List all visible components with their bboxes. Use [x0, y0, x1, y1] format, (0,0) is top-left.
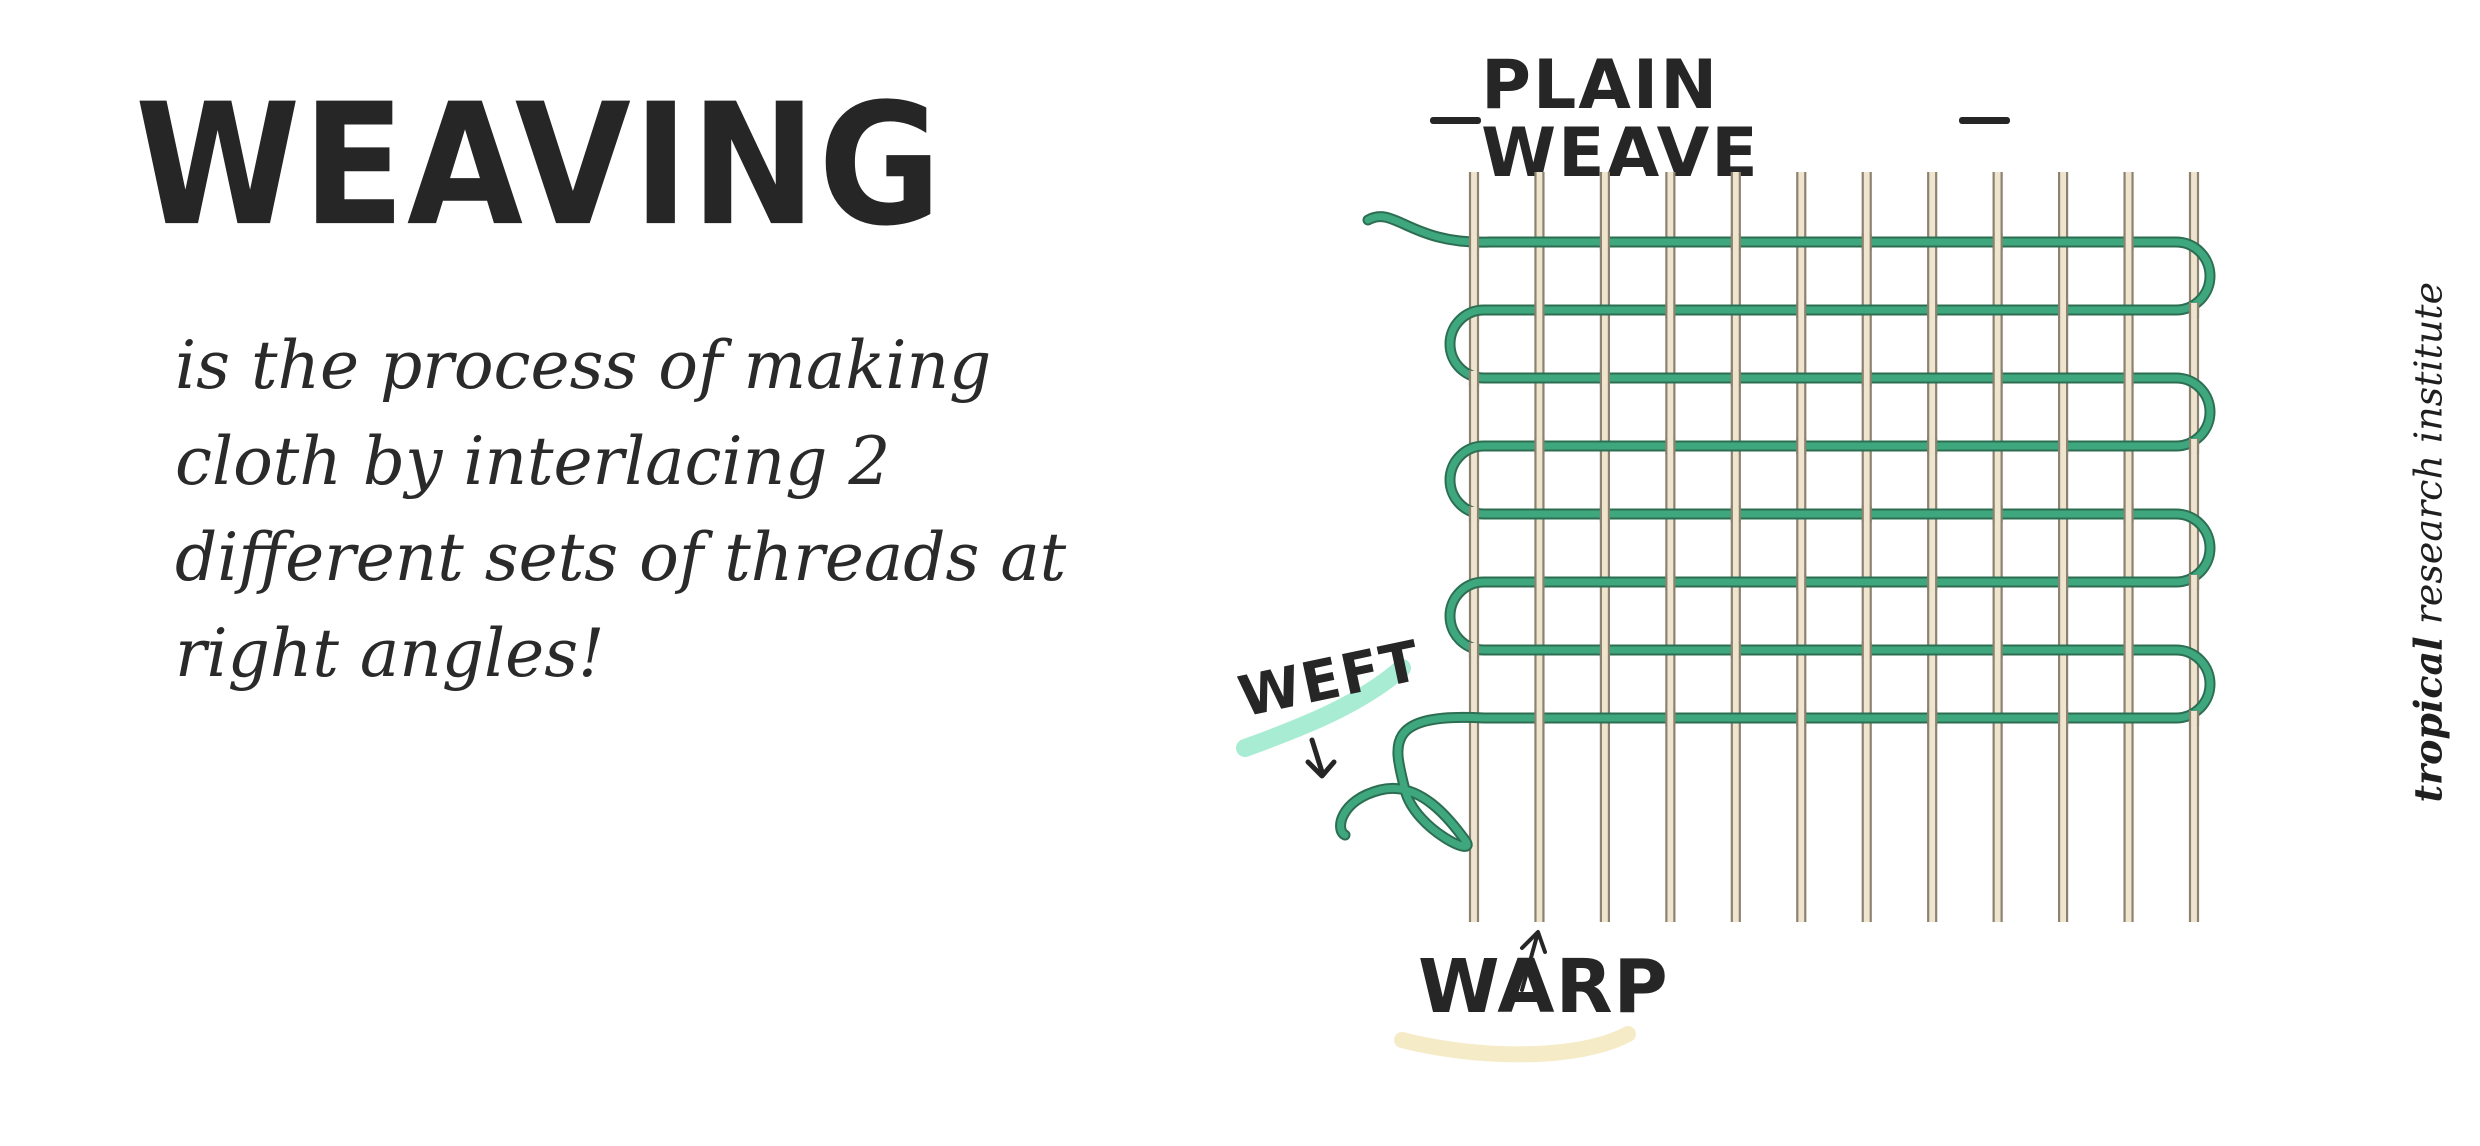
warp-thread-fill — [1470, 172, 1478, 922]
warp-thread-fill — [1862, 172, 1871, 922]
warp-thread — [1796, 172, 1807, 922]
warp-thread — [1468, 172, 1480, 922]
warp-thread — [1599, 172, 1611, 922]
warp-over-segment — [1928, 575, 1937, 589]
warp-over-segment — [1993, 371, 2002, 385]
warp-thread-fill — [1928, 172, 1937, 922]
weft-arrow-icon — [1305, 737, 1337, 779]
warp-over-segment — [1535, 575, 1544, 589]
credit-text: tropical research institute — [2405, 282, 2451, 803]
page-title: WEAVING — [135, 68, 944, 264]
warp-over-segment — [1470, 371, 1478, 385]
warp-over-segment — [2190, 711, 2198, 725]
warp-thread — [1534, 172, 1545, 922]
heading-dash-left — [1430, 116, 1482, 124]
warp-arrow-icon — [1520, 930, 1547, 992]
warp-over-segment — [2190, 439, 2198, 453]
warp-over-segment — [1600, 371, 1609, 385]
warp-over-segment — [1731, 371, 1740, 385]
diagram-heading: PLAIN WEAVE — [1430, 52, 2010, 188]
warp-over-segment — [1928, 711, 1937, 725]
warp-thread — [1730, 172, 1741, 922]
warp-thread-fill — [2190, 172, 2198, 922]
warp-over-segment — [1535, 303, 1544, 317]
warp-thread-fill — [2059, 172, 2068, 922]
warp-over-segment — [1928, 439, 1937, 453]
warp-over-segment — [2124, 371, 2133, 385]
weft-highlight-stroke — [1236, 659, 1411, 757]
warp-over-segment — [1666, 439, 1675, 453]
warp-over-segment — [2124, 235, 2133, 249]
warp-thread-fill — [1600, 172, 1609, 922]
warp-thread — [1927, 172, 1938, 922]
warp-over-segment — [1993, 507, 2002, 521]
warp-over-segment — [1928, 303, 1937, 317]
warp-over-segment — [1993, 643, 2002, 657]
warp-over-segment — [1731, 643, 1740, 657]
warp-over-segment — [2124, 507, 2133, 521]
warp-over-segment — [1600, 235, 1609, 249]
warp-over-segment — [2059, 303, 2068, 317]
warp-over-segment — [2059, 575, 2068, 589]
warp-over-segment — [1470, 643, 1478, 657]
warp-over-segment — [1535, 711, 1544, 725]
heading-dash-right — [1958, 116, 2010, 124]
warp-over-segment — [2190, 303, 2198, 317]
warp-thread-fill — [1993, 172, 2002, 922]
warp-over-segment — [1862, 507, 1871, 521]
warp-over-segment — [1666, 303, 1675, 317]
warp-over-crossings — [1468, 234, 2200, 726]
warp-over-segment — [1993, 235, 2002, 249]
warp-over-segment — [1731, 507, 1740, 521]
credit-bold: tropical — [2405, 636, 2451, 803]
warp-thread — [1992, 172, 2003, 922]
credit-rest: research institute — [2406, 281, 2451, 625]
weft-thread — [1335, 211, 2216, 852]
warp-thread — [1665, 172, 1676, 922]
warp-over-segment — [2059, 439, 2068, 453]
warp-thread-fill — [1797, 172, 1806, 922]
warp-over-segment — [1666, 711, 1675, 725]
warp-thread — [2057, 172, 2069, 922]
warp-over-segment — [2124, 643, 2133, 657]
heading-text: PLAIN WEAVE — [1481, 46, 1760, 193]
warp-over-segment — [2059, 711, 2068, 725]
warp-over-segment — [2190, 575, 2198, 589]
warp-over-segment — [1797, 303, 1806, 317]
warp-thread — [1861, 172, 1872, 922]
warp-over-segment — [1862, 643, 1871, 657]
warp-thread-fill — [1535, 172, 1544, 922]
warp-over-segment — [1666, 575, 1675, 589]
warp-over-segment — [1862, 371, 1871, 385]
warp-over-segment — [1600, 507, 1609, 521]
warp-over-segment — [1600, 643, 1609, 657]
warp-thread-fill — [1731, 172, 1740, 922]
warp-threads — [1468, 172, 2200, 922]
warp-over-segment — [1731, 235, 1740, 249]
warp-over-segment — [1862, 235, 1871, 249]
warp-thread-fill — [1666, 172, 1675, 922]
warp-over-segment — [1535, 439, 1544, 453]
definition-text: is the process of making cloth by interl… — [175, 327, 1067, 692]
warp-thread-fill — [2124, 172, 2133, 922]
warp-label: WARP — [1418, 944, 1669, 1030]
warp-thread — [2188, 172, 2200, 922]
warp-over-segment — [1797, 711, 1806, 725]
weft-thread-path — [1337, 213, 2214, 850]
warp-over-segment — [1797, 575, 1806, 589]
warp-over-segment — [1470, 507, 1478, 521]
warp-thread — [2123, 172, 2134, 922]
warp-highlight-stroke — [1394, 1026, 1636, 1063]
warp-over-segment — [1797, 439, 1806, 453]
warp-over-segment — [1470, 235, 1478, 249]
